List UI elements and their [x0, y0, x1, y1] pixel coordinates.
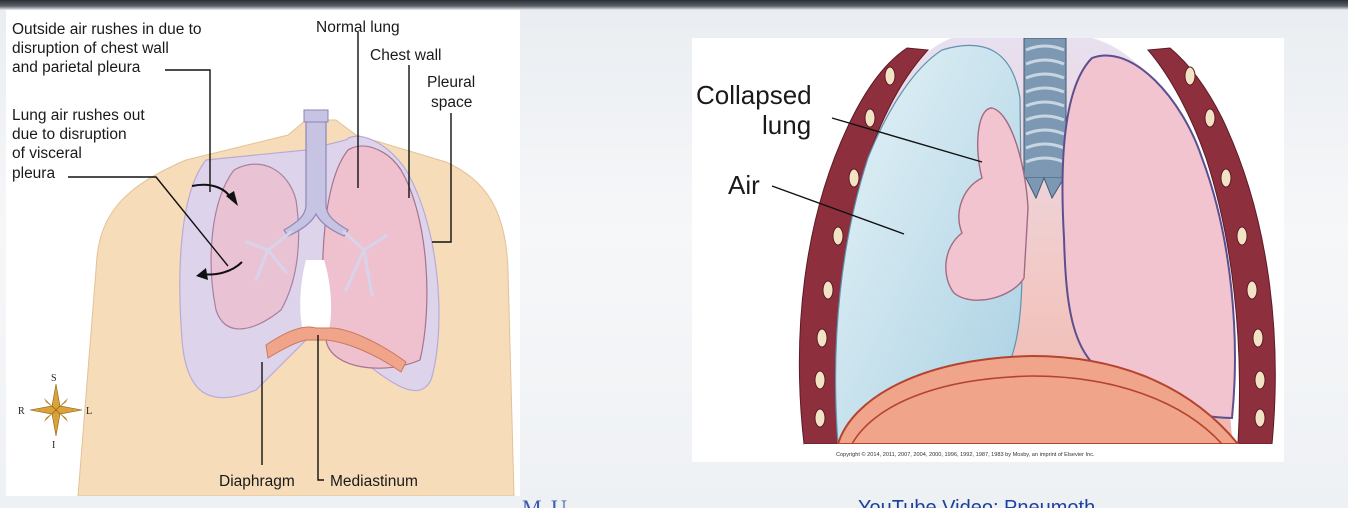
mediastinum-gap: [300, 260, 332, 340]
air-out-arrowhead: [196, 268, 208, 280]
label-lung-air-line2: due to disruption: [12, 126, 127, 143]
label-lung-air-line3: of visceral: [12, 145, 82, 162]
label-pleural-line2: space: [431, 94, 472, 111]
left-illustration-panel: Outside air rushes in due to disruption …: [6, 10, 520, 496]
ribs-left: [814, 66, 896, 428]
label-pleural-line1: Pleural: [427, 74, 475, 91]
label-outside-air-line1: Outside air rushes in due to: [12, 21, 202, 38]
label-normal-lung: Normal lung: [316, 19, 400, 36]
trachea: [283, 110, 349, 237]
normal-left-lung: [322, 145, 428, 369]
copyright-text: Copyright © 2014, 2011, 2007, 2004, 2000…: [836, 451, 1095, 458]
label-collapsed-line1: Collapsed: [696, 80, 812, 110]
leader-pleural: [432, 113, 452, 243]
leader-air: [771, 185, 905, 235]
compass-label-right: R: [18, 406, 25, 417]
compass-label-inferior: I: [52, 440, 55, 451]
leader-lung-air: [68, 176, 229, 267]
open-pneumothorax-diagram: Outside air rushes in due to disruption …: [12, 19, 515, 496]
diaphragm-inner: [851, 375, 1223, 445]
footer-title-partial: M U: [522, 496, 569, 508]
leader-mediastinum: [317, 335, 324, 481]
label-collapsed-line2: lung: [762, 110, 811, 140]
compass-label-left: L: [86, 406, 92, 417]
compass-label-superior: S: [51, 373, 57, 384]
trachea-rings: [1023, 38, 1067, 200]
copyright-strip: [804, 444, 1284, 462]
leader-collapsed-lung: [831, 117, 983, 163]
chest-wall-right: [1146, 47, 1276, 445]
label-outside-air-line2: disruption of chest wall: [12, 40, 169, 57]
top-shadow-bar: [0, 0, 1348, 10]
label-lung-air-line4: pleura: [12, 165, 55, 182]
collapsed-lung: [945, 107, 1029, 301]
label-diaphragm: Diaphragm: [219, 473, 295, 490]
label-chest-wall: Chest wall: [370, 47, 442, 64]
right-illustration-panel: Collapsed lung Air Copyright © 2014, 201…: [692, 38, 1284, 462]
air-in-arrowhead: [226, 191, 238, 206]
label-lung-air-line1: Lung air rushes out: [12, 107, 145, 124]
label-mediastinum: Mediastinum: [330, 473, 418, 490]
compass-rose-icon: [29, 383, 83, 437]
footer-video-link[interactable]: YouTube Video: Pneumoth: [858, 497, 1096, 508]
bronchial-tree: [244, 230, 388, 297]
label-outside-air-line3: and parietal pleura: [12, 59, 141, 76]
diaphragm-muscle: [265, 326, 407, 373]
collapsed-lung-diagram: Collapsed lung Air Copyright © 2014, 201…: [696, 38, 1284, 462]
ribs-right: [1184, 66, 1266, 428]
leader-outside-air: [165, 69, 211, 192]
diaphragm: [836, 354, 1241, 445]
label-air: Air: [728, 170, 760, 200]
